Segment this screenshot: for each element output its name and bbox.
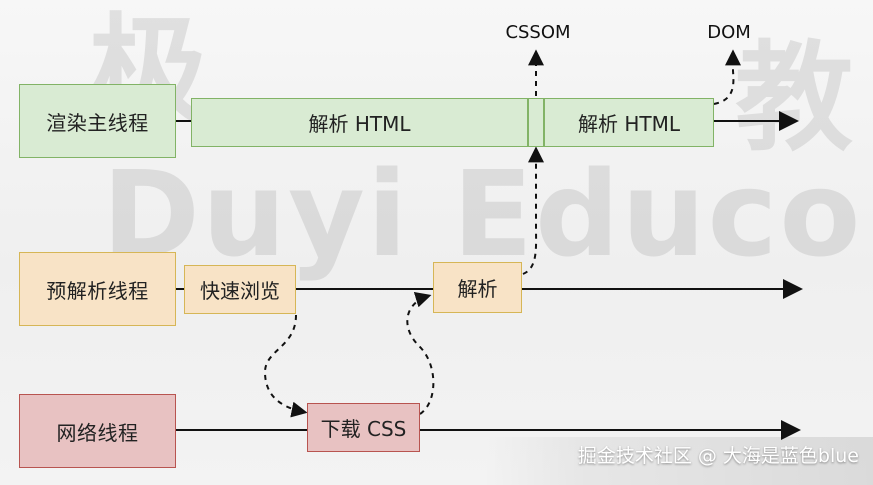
- task-preparse-fast-browse-label: 快速浏览: [200, 279, 280, 303]
- task-render-parse-html-1: 解析 HTML: [191, 98, 528, 147]
- task-network-download-css: 下载 CSS: [307, 403, 420, 452]
- lane-preparse-thread-label: 预解析线程: [46, 278, 149, 303]
- dom-label: DOM: [707, 22, 751, 43]
- footer-credit: 掘金技术社区 @ 大海是蓝色blue: [577, 445, 859, 467]
- task-preparse-fast-browse: 快速浏览: [184, 265, 296, 314]
- lane-render-main-thread-label: 渲染主线程: [46, 110, 149, 135]
- task-preparse-parse-label: 解析: [457, 277, 498, 301]
- task-render-gap-block: [528, 98, 544, 147]
- footer-credit-background: [483, 437, 873, 485]
- task-network-download-css-label: 下载 CSS: [320, 417, 407, 441]
- task-render-parse-html-1-label: 解析 HTML: [308, 112, 411, 136]
- lane-network-thread-label: 网络线程: [56, 420, 139, 445]
- dashed-arrow-fast-browse-to-download-css: [263, 314, 308, 418]
- cssom-label: CSSOM: [505, 22, 571, 43]
- dashed-arrow-render-to-dom: [713, 49, 741, 105]
- task-render-parse-html-2: 解析 HTML: [544, 98, 714, 147]
- dashed-arrow-parse-to-render-gap: [522, 146, 544, 275]
- task-preparse-parse: 解析: [433, 262, 522, 313]
- lane-render-main-thread: 渲染主线程: [19, 84, 176, 158]
- lane-preparse-thread: 预解析线程: [19, 252, 176, 326]
- lane-network-thread: 网络线程: [19, 394, 176, 468]
- dashed-arrow-download-css-to-parse: [406, 291, 435, 415]
- task-render-parse-html-2-label: 解析 HTML: [577, 112, 680, 136]
